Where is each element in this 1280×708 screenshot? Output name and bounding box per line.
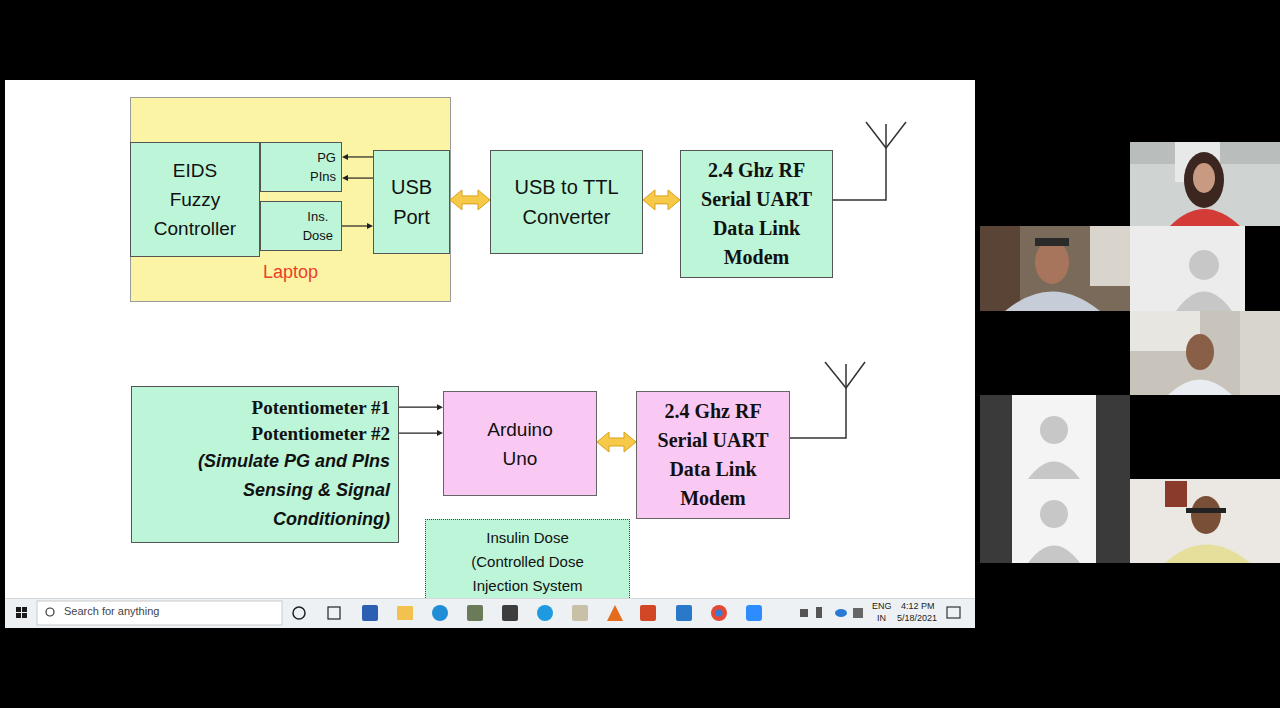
app-icon xyxy=(572,605,588,621)
port-box: USB Port xyxy=(373,150,450,254)
search-icon xyxy=(46,608,54,616)
box-text: Potentiometer #2 xyxy=(252,421,390,447)
signal-box: Ins. Dose xyxy=(260,201,342,251)
converter-box: USB to TTL Converter xyxy=(490,150,643,254)
box-text: USB to TTL Converter xyxy=(497,172,637,232)
notification-icon xyxy=(947,607,960,618)
taskbar-text: 4:12 PM xyxy=(901,601,935,611)
tray-icon xyxy=(853,608,863,618)
injection-box: Insulin Dose (Controlled Dose Injection … xyxy=(425,519,630,606)
taskbar-text: ENG xyxy=(872,601,892,611)
search-box xyxy=(37,601,282,625)
participant-video xyxy=(980,226,1130,311)
microcontroller-box: Arduino Uno xyxy=(443,391,597,496)
laptop-enclosure: Laptop EIDS Fuzzy Controller PG PInsIns. D… xyxy=(130,97,451,302)
box-text: Arduino Uno xyxy=(487,415,553,473)
connector-arrow xyxy=(450,190,490,210)
antenna-symbol xyxy=(833,122,906,200)
box-text: USB Port xyxy=(391,172,432,232)
windows-logo xyxy=(16,607,27,618)
box-text: Laptop xyxy=(263,261,318,283)
participant-video xyxy=(1130,142,1280,226)
app-icon xyxy=(640,605,656,621)
participant-avatar xyxy=(1130,226,1245,311)
box-text: Potentiometer #1 xyxy=(252,395,390,421)
box-text: 2.4 Ghz RF Serial UART Data Link Modem xyxy=(643,397,783,513)
tray-icon xyxy=(835,609,847,617)
participant-video xyxy=(1130,311,1280,395)
app-icon xyxy=(362,605,378,621)
box-text: (Simulate PG and PIns Sensing & Signal C… xyxy=(145,447,390,534)
taskbar-text: IN xyxy=(877,613,886,623)
controller-box: EIDS Fuzzy Controller xyxy=(130,142,260,257)
app-icon xyxy=(502,605,518,621)
app-icon xyxy=(432,605,448,621)
taskbar-text: Search for anything xyxy=(64,605,159,617)
tray-icon xyxy=(800,609,808,617)
box-text: Insulin Dose (Controlled Dose Injection … xyxy=(463,526,593,598)
antenna-symbol xyxy=(790,362,865,438)
box-text: PG PIns xyxy=(310,148,336,186)
connector-arrow xyxy=(399,430,443,436)
box-text: 2.4 Ghz RF Serial UART Data Link Modem xyxy=(687,156,827,272)
app-icon xyxy=(711,605,727,621)
connector-arrow xyxy=(643,190,680,210)
app-icon xyxy=(716,610,723,617)
signal-box: PG PIns xyxy=(260,142,342,192)
connector-arrow xyxy=(597,432,636,452)
tray-icon xyxy=(816,607,822,618)
modem-box: 2.4 Ghz RF Serial UART Data Link Modem xyxy=(680,150,833,278)
app-icon xyxy=(293,607,305,619)
taskbar-text: 5/18/2021 xyxy=(897,613,937,623)
app-icon xyxy=(467,605,483,621)
box-text: EIDS Fuzzy Controller xyxy=(154,156,236,243)
modem-box: 2.4 Ghz RF Serial UART Data Link Modem xyxy=(636,391,790,519)
participant-video xyxy=(1130,479,1280,563)
app-icon xyxy=(676,605,692,621)
connector-arrow xyxy=(399,404,443,410)
app-icon xyxy=(746,605,762,621)
participant-avatar xyxy=(980,395,1130,563)
app-icon xyxy=(607,605,623,621)
box-text: Ins. Dose xyxy=(303,207,333,245)
sensor-box: Potentiometer #1Potentiometer #2(Simulat… xyxy=(131,386,399,543)
app-icon xyxy=(328,607,340,619)
app-icon xyxy=(397,606,413,620)
app-icon xyxy=(537,605,553,621)
